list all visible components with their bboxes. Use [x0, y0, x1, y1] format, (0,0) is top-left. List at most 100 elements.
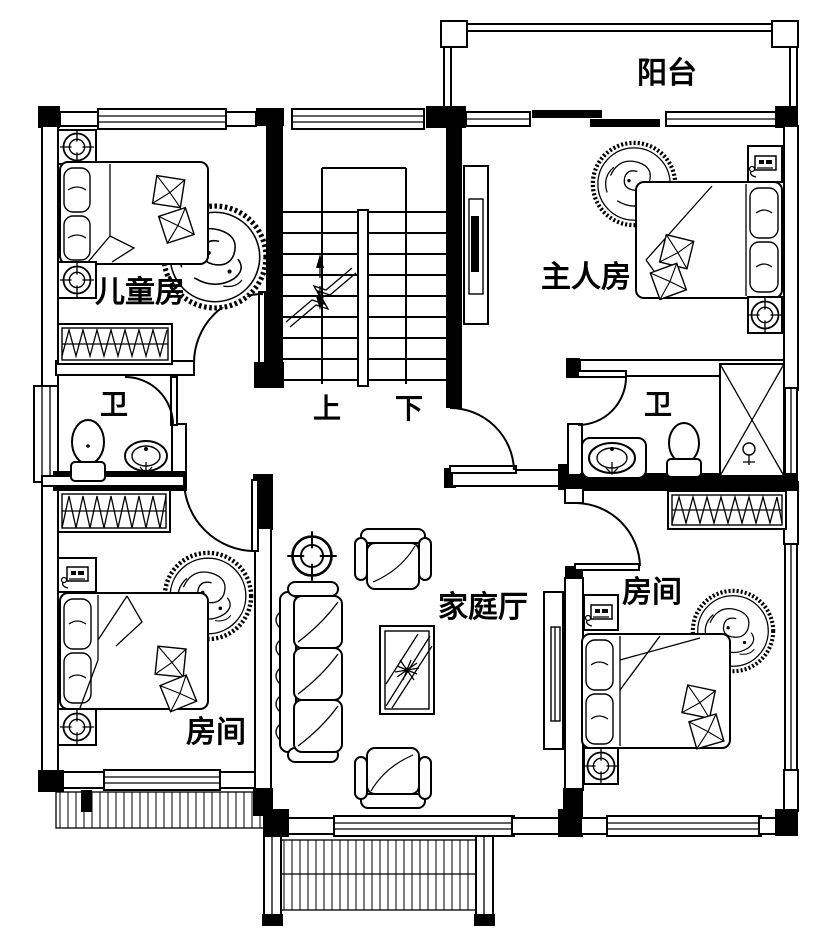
wall — [41, 481, 59, 773]
wall — [783, 125, 799, 391]
nightstand — [747, 145, 783, 183]
window — [33, 385, 59, 483]
window — [784, 387, 798, 483]
wall-solid — [566, 358, 580, 378]
wall — [564, 577, 584, 791]
sink-counter — [581, 437, 647, 479]
column — [426, 106, 466, 128]
bath-left: 卫 — [70, 389, 168, 482]
sliding-door — [532, 110, 660, 127]
stair-break-line — [289, 272, 357, 328]
wall — [580, 817, 610, 835]
bath-left-label: 卫 — [100, 389, 128, 420]
door-room-left — [183, 479, 259, 552]
nightstand — [57, 128, 97, 166]
nightstand — [583, 747, 619, 785]
terrace-left — [55, 790, 266, 829]
column — [256, 108, 284, 126]
window — [784, 543, 798, 773]
nightstand — [747, 296, 783, 334]
wall — [567, 423, 583, 476]
door-corridor — [449, 407, 517, 474]
column — [38, 106, 60, 128]
room-left-label: 房间 — [186, 716, 246, 749]
stair-right-wall — [446, 126, 462, 408]
room-right: 房间 — [543, 576, 773, 785]
post — [81, 790, 92, 812]
window — [103, 769, 221, 791]
master-room-label: 主人房 — [541, 261, 631, 294]
doors — [124, 291, 641, 571]
shelf — [57, 557, 97, 593]
room-left: 房间 — [57, 489, 251, 749]
wardrobe — [667, 490, 787, 530]
floor-lamp-icon — [285, 529, 339, 583]
door-jamb — [254, 362, 284, 388]
door-bath-right — [577, 370, 627, 426]
nightstand — [57, 708, 97, 746]
balcony-post-right — [771, 20, 799, 48]
porch-deck — [280, 839, 477, 911]
balcony-inner-wall — [450, 30, 791, 110]
family-hall: 家庭厅 — [275, 528, 528, 809]
tv-cabinet — [463, 165, 489, 325]
shower — [719, 363, 785, 477]
room-right-label: 房间 — [622, 576, 682, 609]
window — [291, 108, 425, 130]
window — [97, 108, 227, 130]
wall — [511, 817, 561, 835]
tv-cabinet — [543, 591, 564, 750]
column — [38, 770, 64, 792]
balcony-label: 阳台 — [637, 56, 697, 90]
wall — [171, 423, 187, 474]
window — [606, 815, 762, 837]
master-bedroom: 主人房 — [463, 143, 783, 334]
door-bath-left — [124, 376, 178, 426]
nightstand — [57, 261, 97, 299]
stair-break-line — [285, 267, 353, 323]
wall — [41, 475, 185, 487]
window — [333, 815, 515, 837]
armchair — [354, 528, 432, 590]
exterior-walls — [33, 106, 799, 837]
wall — [783, 769, 799, 812]
bed — [635, 181, 783, 301]
kids-room-label: 儿童房 — [95, 275, 185, 309]
stair-direction-arrows — [316, 254, 324, 310]
balcony-outer-wall — [443, 23, 798, 110]
family-hall-label: 家庭厅 — [438, 590, 528, 624]
cushion — [151, 642, 190, 681]
wall — [59, 111, 101, 127]
porch-post-foot — [474, 914, 495, 926]
balcony-post-left — [440, 20, 468, 48]
wall-solid — [563, 788, 583, 814]
bed — [59, 161, 209, 265]
wall — [225, 111, 257, 127]
window — [665, 111, 777, 127]
sink-icon — [124, 440, 168, 475]
porch — [262, 835, 495, 926]
plant-icon — [394, 659, 420, 681]
bath-right: 卫 — [581, 363, 787, 530]
stair-down-label: 下 — [395, 393, 423, 424]
wardrobe — [57, 489, 171, 533]
wardrobe — [57, 323, 173, 365]
wall — [287, 817, 337, 835]
kids-room: 儿童房 — [57, 128, 266, 365]
window — [465, 111, 531, 127]
stair-railing — [357, 209, 369, 387]
balcony: 阳台 — [440, 20, 799, 110]
armchair — [354, 747, 432, 809]
wall — [254, 527, 272, 791]
toilet-icon — [70, 419, 106, 482]
porch-post-foot — [262, 914, 283, 926]
bed — [581, 633, 731, 751]
wall — [758, 817, 778, 835]
sofa — [275, 581, 343, 763]
stair-landing — [321, 167, 407, 384]
toilet-icon — [666, 422, 702, 478]
column — [775, 106, 798, 128]
stair-left-wall — [266, 126, 283, 373]
